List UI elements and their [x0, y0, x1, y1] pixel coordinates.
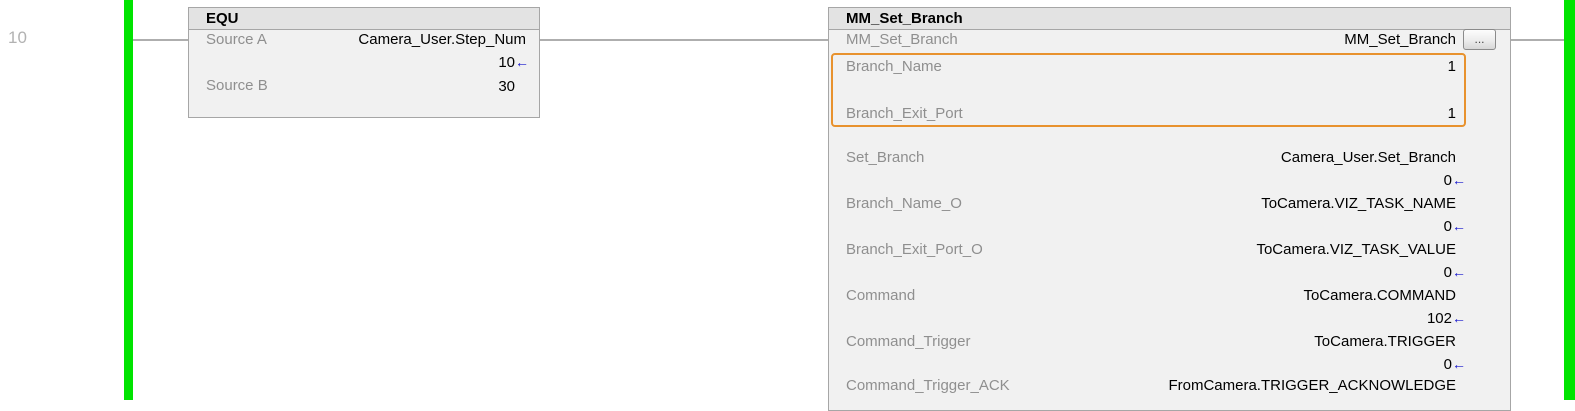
branch-name-value[interactable]: 1 [1447, 58, 1456, 75]
mm-set-branch-instruction-block[interactable]: MM_Set_Branch MM_Set_Branch MM_Set_Branc… [828, 7, 1511, 411]
rung-number[interactable]: 10 [8, 28, 27, 47]
equ-source-b-value-line[interactable]: 30← [498, 77, 529, 95]
value-pending-arrow-icon: ← [1452, 264, 1466, 280]
set-branch-operand-tag[interactable]: Camera_User.Set_Branch [1280, 149, 1456, 166]
branch-exit-port-o-value[interactable]: 0 [1443, 264, 1452, 281]
branch-name-o-label: Branch_Name_O [846, 195, 962, 212]
command-label: Command [846, 287, 916, 304]
mm-instance-tag[interactable]: MM_Set_Branch [1344, 31, 1456, 48]
branch-exit-port-value[interactable]: 1 [1447, 105, 1456, 122]
equ-source-a-label: Source A [206, 31, 267, 48]
set-branch-value[interactable]: 0 [1443, 172, 1452, 189]
command-trigger-ack-operand-tag[interactable]: FromCamera.TRIGGER_ACKNOWLEDGE [1168, 377, 1456, 394]
equ-block-header: EQU [189, 8, 539, 30]
command-trigger-label: Command_Trigger [846, 333, 971, 350]
value-pending-arrow-icon: ← [1452, 218, 1466, 234]
value-pending-arrow-icon: ← [515, 54, 529, 70]
command-trigger-value[interactable]: 0 [1443, 356, 1452, 373]
rung-wire-middle [540, 39, 828, 41]
equ-source-b-label: Source B [206, 77, 268, 94]
command-trigger-value-line[interactable]: 0← [1444, 355, 1466, 373]
mm-instance-label: MM_Set_Branch [846, 31, 958, 48]
command-value[interactable]: 102 [1426, 310, 1452, 327]
edit-highlight-box [831, 53, 1466, 127]
rung-wire-left [133, 39, 188, 41]
branch-exit-port-o-label: Branch_Exit_Port_O [846, 241, 983, 258]
value-pending-arrow-icon: ← [1452, 310, 1466, 326]
value-pending-arrow-icon: ← [1452, 172, 1466, 188]
equ-source-a-operand-tag[interactable]: Camera_User.Step_Num [358, 31, 526, 48]
equ-instruction-block[interactable]: EQU Source A Camera_User.Step_Num 10← So… [188, 7, 540, 118]
rung-wire-right [1511, 39, 1564, 41]
branch-exit-port-o-operand-tag[interactable]: ToCamera.VIZ_TASK_VALUE [1256, 241, 1456, 258]
value-pending-arrow-icon: ← [1452, 356, 1466, 372]
branch-name-o-operand-tag[interactable]: ToCamera.VIZ_TASK_NAME [1261, 195, 1456, 212]
set-branch-value-line[interactable]: 0← [1444, 171, 1466, 189]
branch-exit-port-o-value-line[interactable]: 0← [1444, 263, 1466, 281]
command-trigger-operand-tag[interactable]: ToCamera.TRIGGER [1314, 333, 1456, 350]
right-power-rail [1564, 0, 1575, 400]
command-value-line[interactable]: 102← [1427, 309, 1466, 327]
command-operand-tag[interactable]: ToCamera.COMMAND [1303, 287, 1456, 304]
branch-name-label: Branch_Name [846, 58, 942, 75]
command-trigger-ack-label: Command_Trigger_ACK [846, 377, 1010, 394]
equ-source-b-value[interactable]: 30 [498, 78, 515, 95]
branch-name-o-value[interactable]: 0 [1443, 218, 1452, 235]
mm-block-header: MM_Set_Branch [829, 8, 1510, 30]
set-branch-label: Set_Branch [846, 149, 925, 166]
equ-source-a-value[interactable]: 10 [498, 54, 515, 71]
browse-ellipsis-button[interactable]: ... [1463, 29, 1496, 50]
branch-name-o-value-line[interactable]: 0← [1444, 217, 1466, 235]
branch-exit-port-label: Branch_Exit_Port [846, 105, 963, 122]
left-power-rail [124, 0, 133, 400]
equ-source-a-value-line[interactable]: 10← [498, 53, 529, 71]
